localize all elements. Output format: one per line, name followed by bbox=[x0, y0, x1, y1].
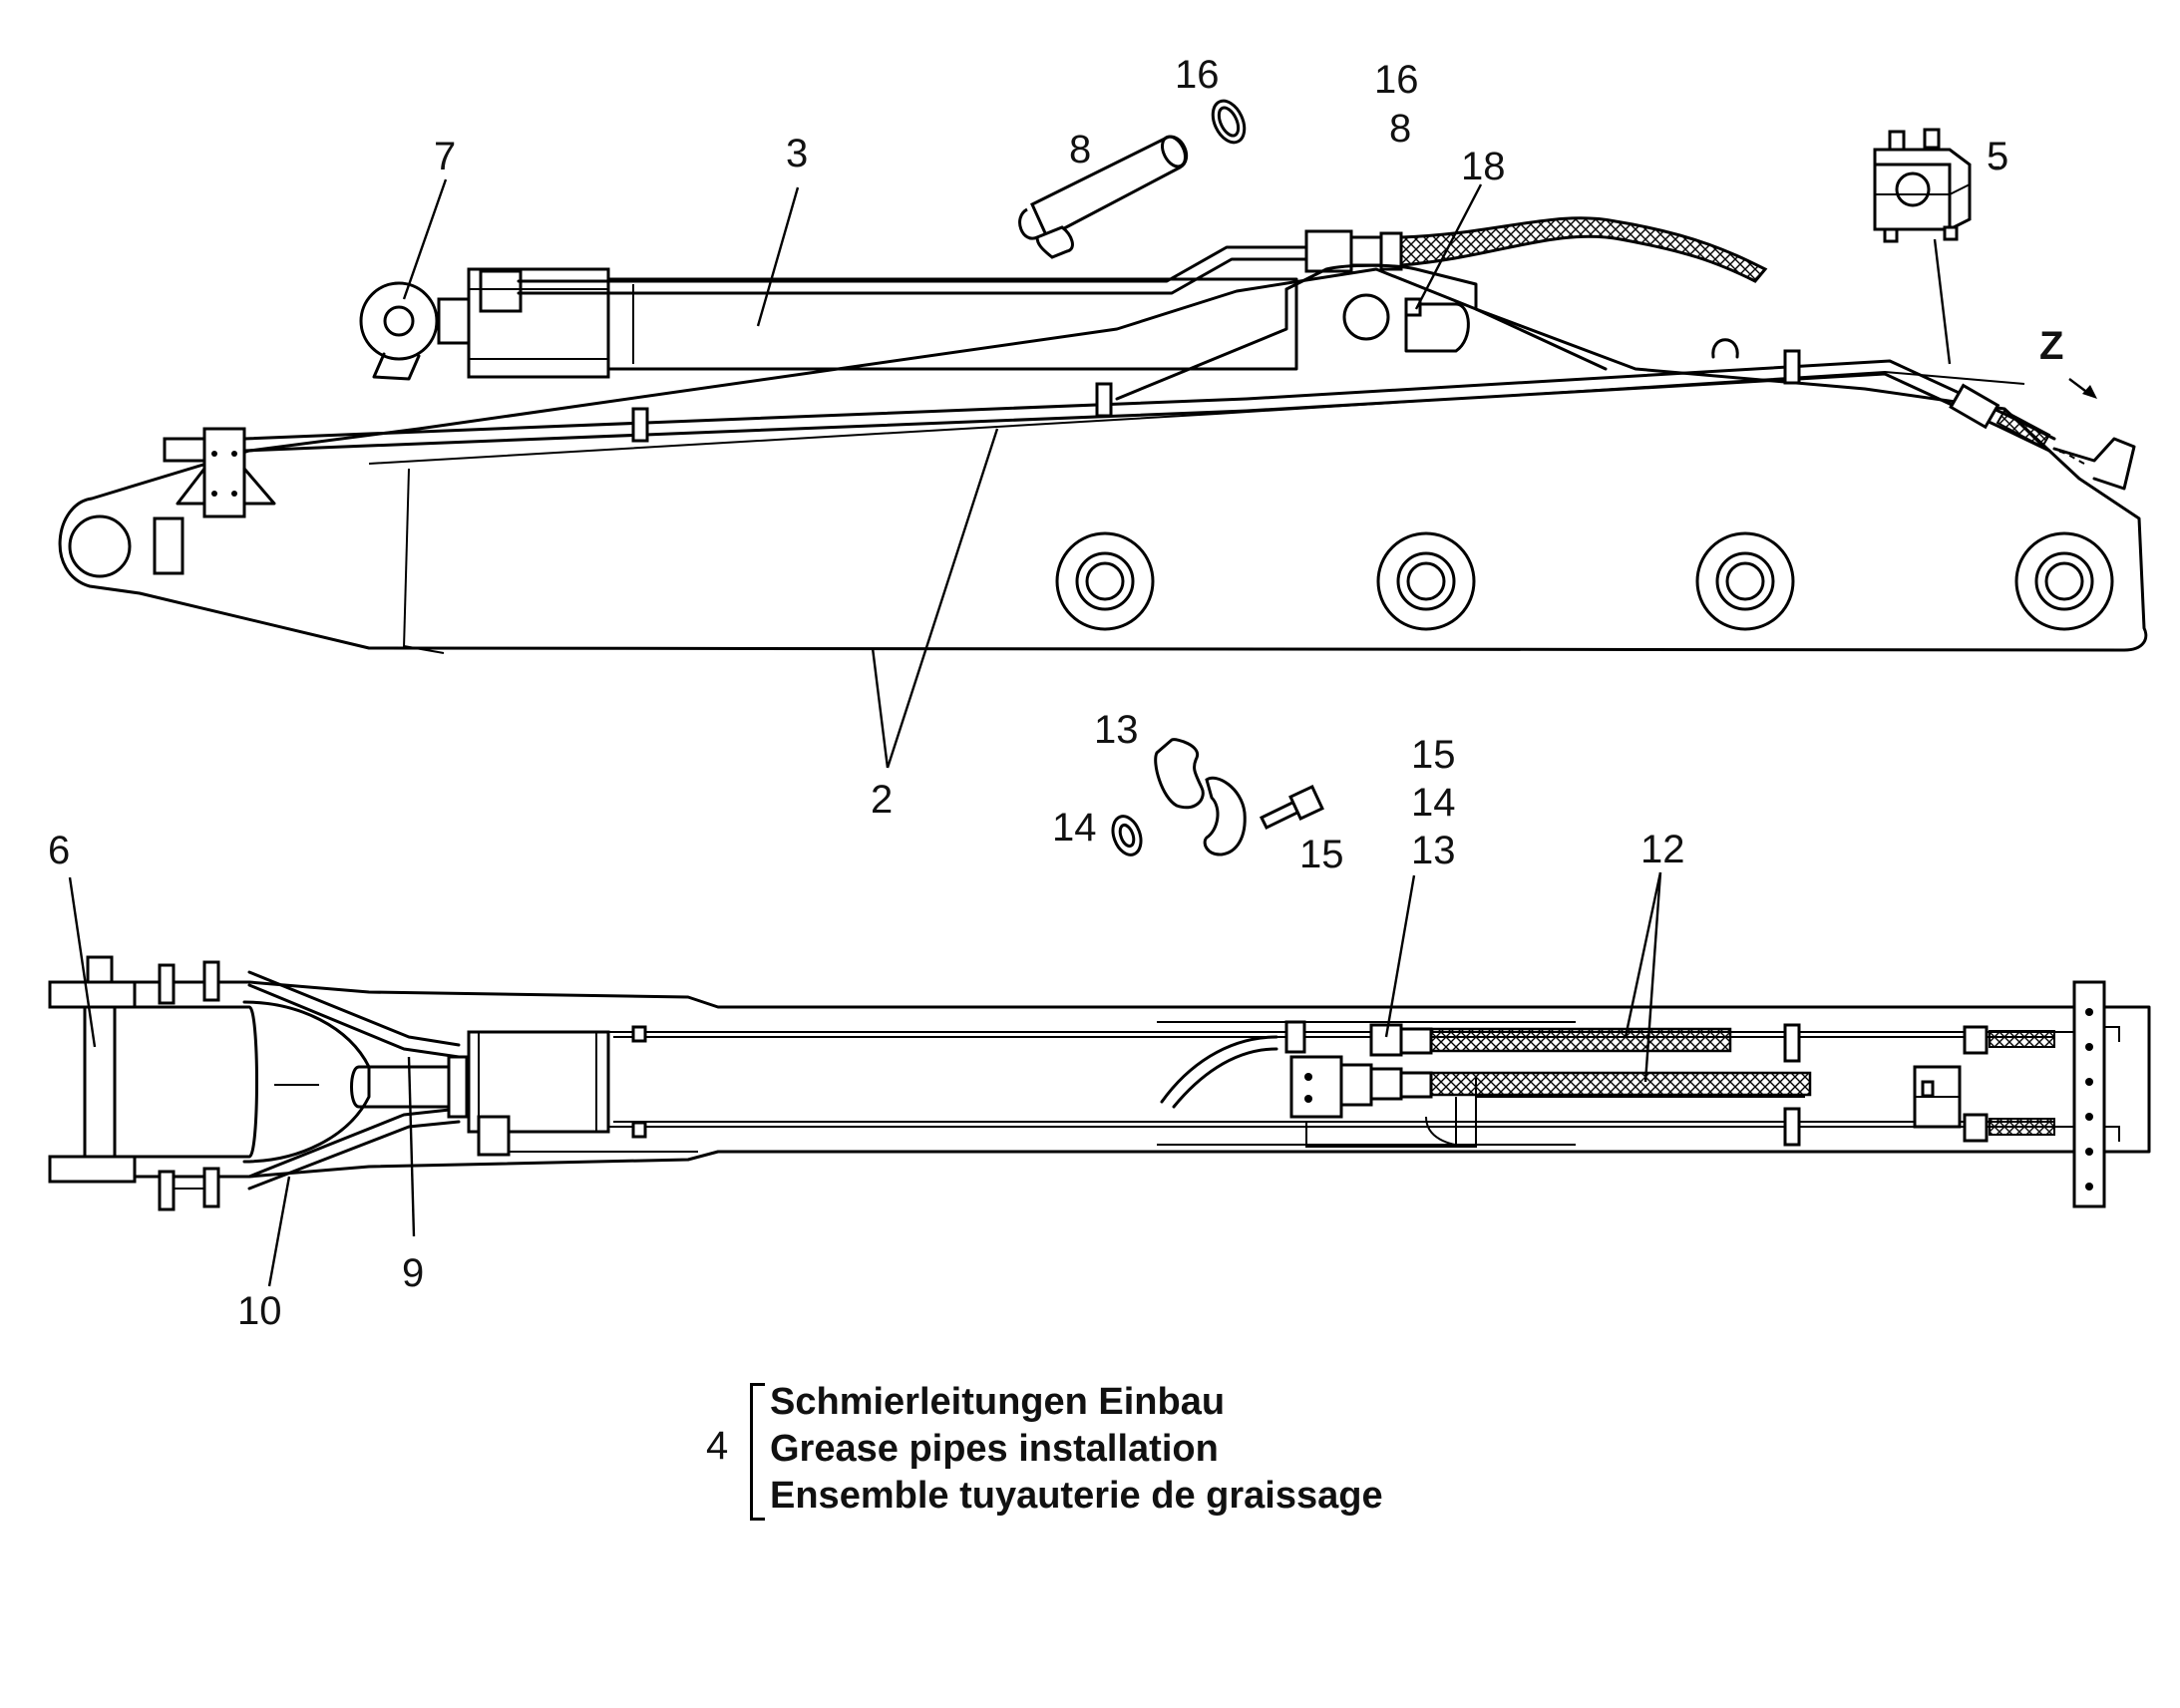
clamp-detail bbox=[1873, 128, 1972, 243]
half-flange-a bbox=[1154, 738, 1205, 810]
foot-clevis-top bbox=[48, 980, 137, 1009]
legend-item-number: 4 bbox=[706, 1424, 729, 1468]
plan-outline-top bbox=[128, 980, 2086, 1009]
hose-right bbox=[1996, 409, 2051, 449]
o-ring bbox=[1111, 815, 1143, 856]
grease-pipe-lower bbox=[242, 372, 2051, 453]
foot-pin bbox=[83, 1005, 117, 1159]
callout-3: 3 bbox=[786, 132, 808, 175]
legend-descriptions: Schmierleitungen Einbau Grease pipes ins… bbox=[770, 1379, 1383, 1520]
exploded-flange-parts bbox=[1111, 738, 1324, 856]
pin-detail bbox=[1018, 135, 1189, 259]
callout-10: 10 bbox=[237, 1289, 282, 1333]
upper-fitting-block bbox=[1304, 229, 1353, 273]
boom-panel-lower-edge bbox=[403, 645, 445, 654]
boom-plan-view bbox=[48, 955, 2151, 1211]
legend-line-english: Grease pipes installation bbox=[770, 1428, 1219, 1470]
legend-bracket bbox=[750, 1383, 765, 1521]
callout-13-stack: 13 bbox=[1411, 829, 1456, 872]
foot-pin-block bbox=[153, 516, 184, 575]
left-bracket bbox=[176, 467, 276, 506]
left-fitting bbox=[163, 437, 206, 463]
plan-outline-right bbox=[2082, 1005, 2151, 1154]
plan-end-hose-bottom bbox=[1989, 1118, 2055, 1136]
boom-side-holes bbox=[1055, 531, 2114, 631]
plan-end-plate bbox=[2072, 980, 2106, 1208]
plan-cylinder-head bbox=[467, 1030, 610, 1134]
legend-line-german: Schmierleitungen Einbau bbox=[770, 1381, 1226, 1423]
hose-upper bbox=[1399, 216, 1768, 283]
plan-hose-lower bbox=[1429, 1071, 1812, 1097]
plan-outline-bottom bbox=[128, 1150, 2086, 1179]
callout-15-stack: 15 bbox=[1411, 733, 1456, 777]
boom-cylinder-lug bbox=[1115, 263, 1608, 401]
plan-end-hose-top bbox=[1989, 1030, 2055, 1048]
boom-body-outline bbox=[58, 267, 2148, 652]
grease-line-10 bbox=[247, 1120, 461, 1191]
snap-ring bbox=[1211, 99, 1247, 145]
grease-pipe-cylinder bbox=[517, 245, 1308, 283]
plan-pipe-bend bbox=[1160, 1035, 1278, 1104]
plan-cylinder-rod bbox=[350, 1065, 451, 1109]
callout-12: 12 bbox=[1640, 828, 1685, 871]
left-distributor-block bbox=[202, 427, 246, 518]
view-arrow-head bbox=[2082, 385, 2097, 399]
boom-panel-left-edge bbox=[403, 468, 410, 649]
callout-labels: 16 16 8 8 7 3 18 5 Z 2 13 14 15 15 14 13… bbox=[48, 53, 2063, 1333]
legend-line-french: Ensemble tuyauterie de graissage bbox=[770, 1475, 1383, 1517]
callout-7: 7 bbox=[434, 135, 456, 178]
lug-pin-hole bbox=[1342, 293, 1390, 341]
plan-hose-upper bbox=[1429, 1027, 1732, 1053]
plan-valve-block bbox=[1289, 1055, 1343, 1119]
callout-2: 2 bbox=[871, 778, 893, 822]
callout-8-pin-detail: 8 bbox=[1069, 128, 1091, 171]
callout-13-exploded: 13 bbox=[1094, 708, 1139, 752]
callout-15-exploded: 15 bbox=[1299, 833, 1344, 876]
callout-8-pin-mounted: 8 bbox=[1389, 107, 1411, 151]
right-end-nozzle bbox=[2052, 437, 2136, 491]
view-z-label: Z bbox=[2039, 324, 2063, 368]
y-frame-upper bbox=[242, 1000, 371, 1164]
half-flange-b bbox=[1203, 776, 1247, 856]
grease-line-9 bbox=[247, 970, 461, 1047]
boom-panel-top-line bbox=[368, 370, 2025, 465]
cylinder-rod-eye bbox=[359, 281, 439, 361]
callout-9: 9 bbox=[402, 1251, 424, 1295]
callout-14-exploded: 14 bbox=[1052, 806, 1097, 850]
boom-foot-eye bbox=[68, 514, 132, 578]
lug-plate bbox=[1404, 302, 1470, 353]
right-end-valve bbox=[1949, 383, 2000, 430]
boom-side-view bbox=[58, 216, 2148, 654]
callout-16-pin: 16 bbox=[1374, 58, 1419, 102]
hydraulic-cylinder bbox=[359, 267, 1298, 381]
lifting-eye bbox=[1711, 338, 1739, 359]
callout-16-ring: 16 bbox=[1175, 53, 1220, 97]
cylinder-barrel bbox=[606, 277, 1298, 371]
leader-lines bbox=[68, 166, 1999, 1287]
foot-clevis-bottom bbox=[48, 1155, 137, 1184]
callout-5: 5 bbox=[1987, 135, 2008, 178]
callout-6: 6 bbox=[48, 829, 70, 872]
callout-14-stack: 14 bbox=[1411, 781, 1456, 825]
callout-18: 18 bbox=[1461, 145, 1506, 188]
